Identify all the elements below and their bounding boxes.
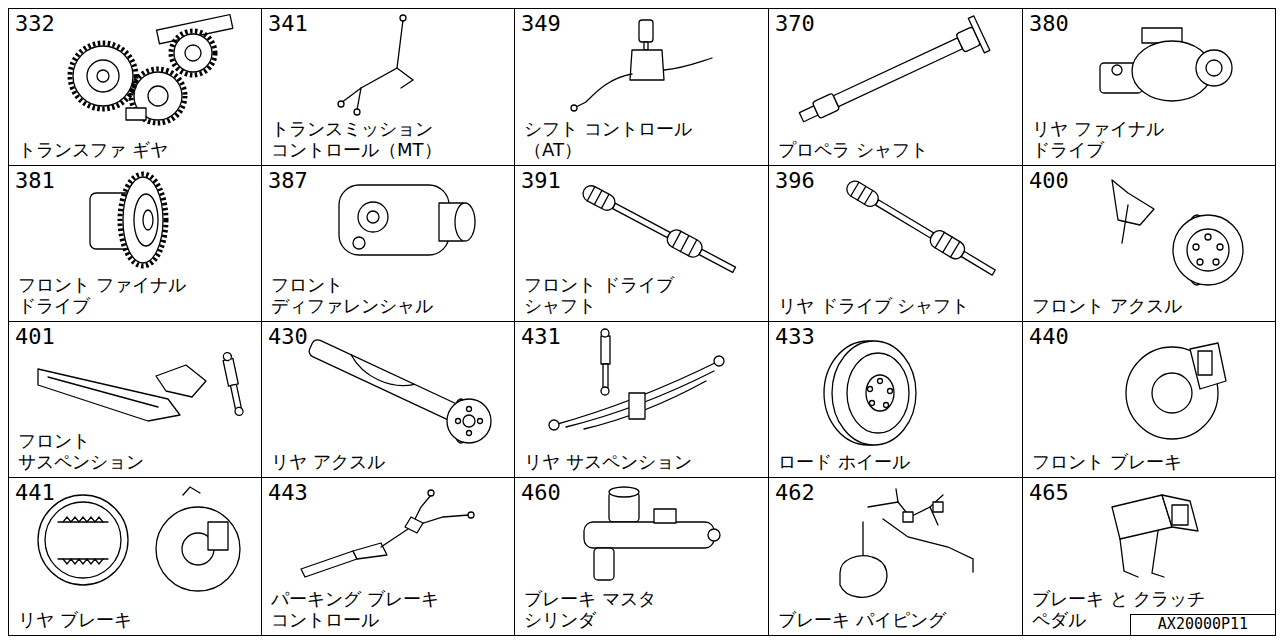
section-number: 387 — [268, 169, 308, 193]
section-number: 370 — [775, 12, 815, 36]
part-name: フロント ファイナル ドライブ — [18, 274, 216, 316]
suspension-illustration — [549, 329, 724, 430]
catalog-cell: 401 フロント サスペンション — [8, 321, 262, 478]
section-number: 380 — [1029, 12, 1069, 36]
wheel-illustration — [824, 341, 916, 445]
drawing-code-box: AX20000P11 — [1130, 614, 1276, 636]
catalog-cell: 462 ブレーキ パイピング — [768, 477, 1023, 636]
section-number: 341 — [268, 12, 308, 36]
catalog-cell: 400 フロント アクスル — [1022, 165, 1276, 322]
part-name: シフト コントロール （AT） — [524, 118, 722, 160]
catalog-cell: 433 ロード ホイール — [768, 321, 1023, 478]
part-name: ブレーキ マスタ シリンダ — [524, 588, 686, 630]
brake-illustration — [1126, 343, 1226, 439]
catalog-cell: 349 シフト コントロール （AT） — [514, 8, 769, 166]
section-number: 391 — [521, 169, 561, 193]
part-name: パーキング ブレーキ コントロール — [271, 588, 487, 630]
part-name: トランスファ ギヤ — [18, 139, 168, 160]
drive-shaft-illustration — [843, 177, 998, 280]
part-name: プロペラ シャフト — [778, 139, 928, 160]
piping-illustration — [840, 489, 973, 597]
catalog-cell: 391 フロント ドライブ シャフト — [514, 165, 769, 322]
part-name: リヤ ブレーキ — [18, 609, 132, 630]
catalog-cell: 440 フロント ブレーキ — [1022, 321, 1276, 478]
catalog-cell: 341 トランスミッション コントロール（MT） — [261, 8, 515, 166]
section-number: 430 — [268, 325, 308, 349]
differential-illustration — [339, 185, 475, 255]
section-number: 462 — [775, 481, 815, 505]
lever-illustration — [301, 490, 474, 577]
catalog-cell: 443 パーキング ブレーキ コントロール — [261, 477, 515, 636]
catalog-cell: 460 ブレーキ マスタ シリンダ — [514, 477, 769, 636]
catalog-cell: 465ブレーキ と クラッチ ペダル — [1022, 477, 1276, 636]
section-number: 460 — [521, 481, 561, 505]
axle-illustration — [1112, 180, 1243, 285]
section-number: 441 — [15, 481, 55, 505]
section-number: 349 — [521, 12, 561, 36]
final-drive-illustration — [90, 174, 166, 266]
drive-shaft-illustration — [580, 182, 739, 278]
section-number: 396 — [775, 169, 815, 193]
catalog-cell: 396 リヤ ドライブ シャフト — [768, 165, 1023, 322]
section-number: 440 — [1029, 325, 1069, 349]
catalog-cell: 431 リヤ サスペンション — [514, 321, 769, 478]
gear-illustration — [70, 15, 233, 123]
section-number: 381 — [15, 169, 55, 193]
part-name: リヤ ファイナル ドライブ — [1032, 118, 1212, 160]
shifter-illustration — [571, 20, 712, 111]
section-number: 465 — [1029, 481, 1069, 505]
part-name: リヤ ドライブ シャフト — [778, 295, 969, 316]
brake-illustration — [38, 487, 240, 591]
section-number: 400 — [1029, 169, 1069, 193]
cylinder-illustration — [584, 487, 720, 580]
section-number: 332 — [15, 12, 55, 36]
part-name: フロント ディファレンシャル — [271, 274, 451, 316]
catalog-cell: 332 トランスファ ギヤ — [8, 8, 262, 166]
pedal-illustration — [1112, 495, 1198, 577]
section-number: 433 — [775, 325, 815, 349]
shaft-illustration — [793, 16, 989, 135]
drawing-code: AX20000P11 — [1131, 615, 1275, 635]
suspension-illustration — [38, 352, 245, 421]
catalog-cell: 381 フロント ファイナル ドライブ — [8, 165, 262, 322]
part-name: リヤ サスペンション — [524, 451, 692, 472]
part-name: リヤ アクスル — [271, 451, 385, 472]
part-name: フロント ドライブ シャフト — [524, 274, 704, 316]
catalog-cell: 387 フロント ディファレンシャル — [261, 165, 515, 322]
lever-illustration — [338, 15, 413, 115]
part-name: ロード ホイール — [778, 451, 910, 472]
axle-illustration — [307, 338, 491, 443]
section-number: 401 — [15, 325, 55, 349]
part-name: フロント アクスル — [1032, 295, 1182, 316]
part-name: フロント ブレーキ — [1032, 451, 1182, 472]
part-name: トランスミッション コントロール（MT） — [271, 118, 469, 160]
part-name: ブレーキ パイピング — [778, 609, 946, 630]
part-name: フロント サスペンション — [18, 430, 180, 472]
catalog-cell: 430 リヤ アクスル — [261, 321, 515, 478]
catalog-cell: 441 リヤ ブレーキ — [8, 477, 262, 636]
section-number: 431 — [521, 325, 561, 349]
catalog-cell: 380 リヤ ファイナル ドライブ — [1022, 8, 1276, 166]
final-drive-illustration — [1100, 28, 1232, 101]
catalog-cell: 370 プロペラ シャフト — [768, 8, 1023, 166]
section-number: 443 — [268, 481, 308, 505]
